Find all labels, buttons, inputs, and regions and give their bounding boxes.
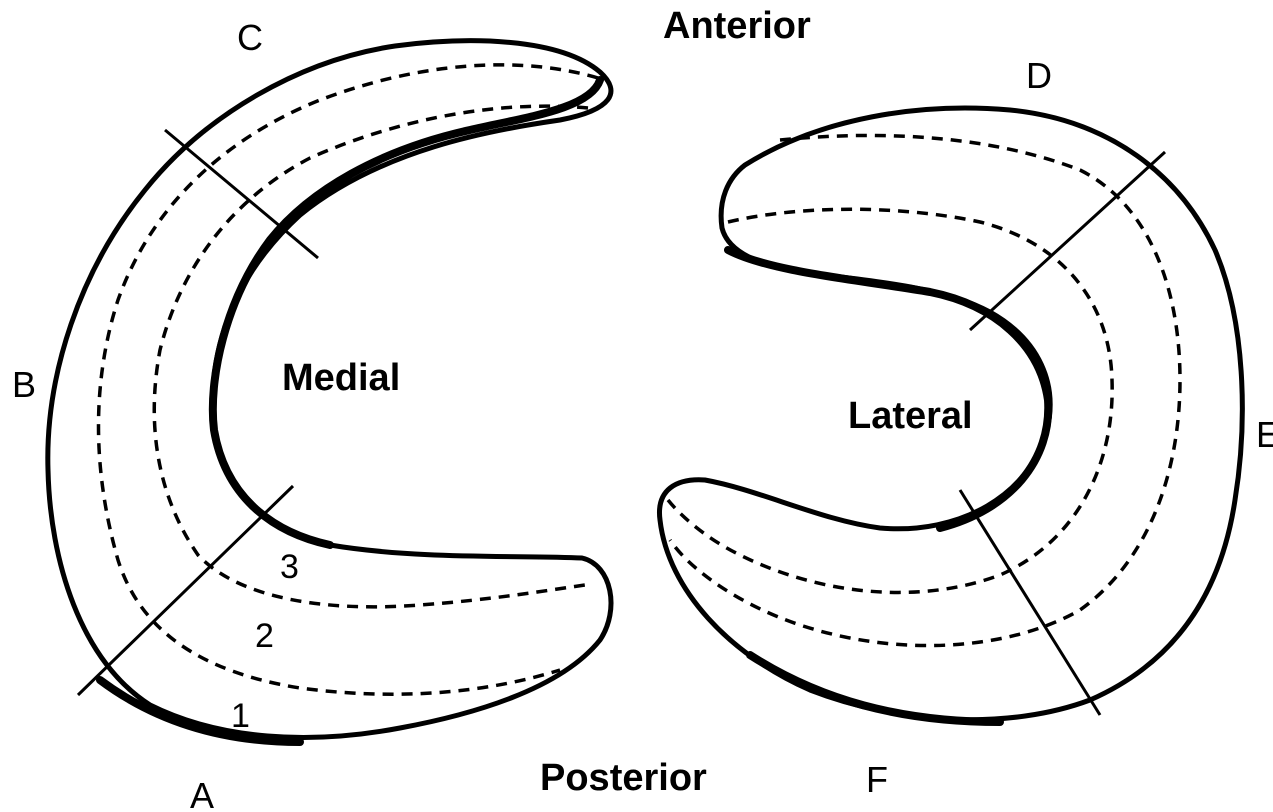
medial-label: Medial [282, 357, 400, 399]
anterior-label: Anterior [663, 5, 811, 47]
posterior-label: Posterior [540, 757, 707, 799]
zone-label-2: 2 [255, 617, 274, 655]
section-label-f: F [866, 759, 888, 800]
section-label-e: E [1256, 414, 1273, 455]
lateral-label: Lateral [848, 395, 973, 437]
section-label-a: A [190, 775, 214, 812]
section-label-c: C [237, 17, 263, 58]
section-label-d: D [1026, 55, 1052, 96]
zone-label-3: 3 [280, 548, 299, 586]
section-label-b: B [12, 364, 36, 405]
zone-label-1: 1 [231, 697, 250, 735]
